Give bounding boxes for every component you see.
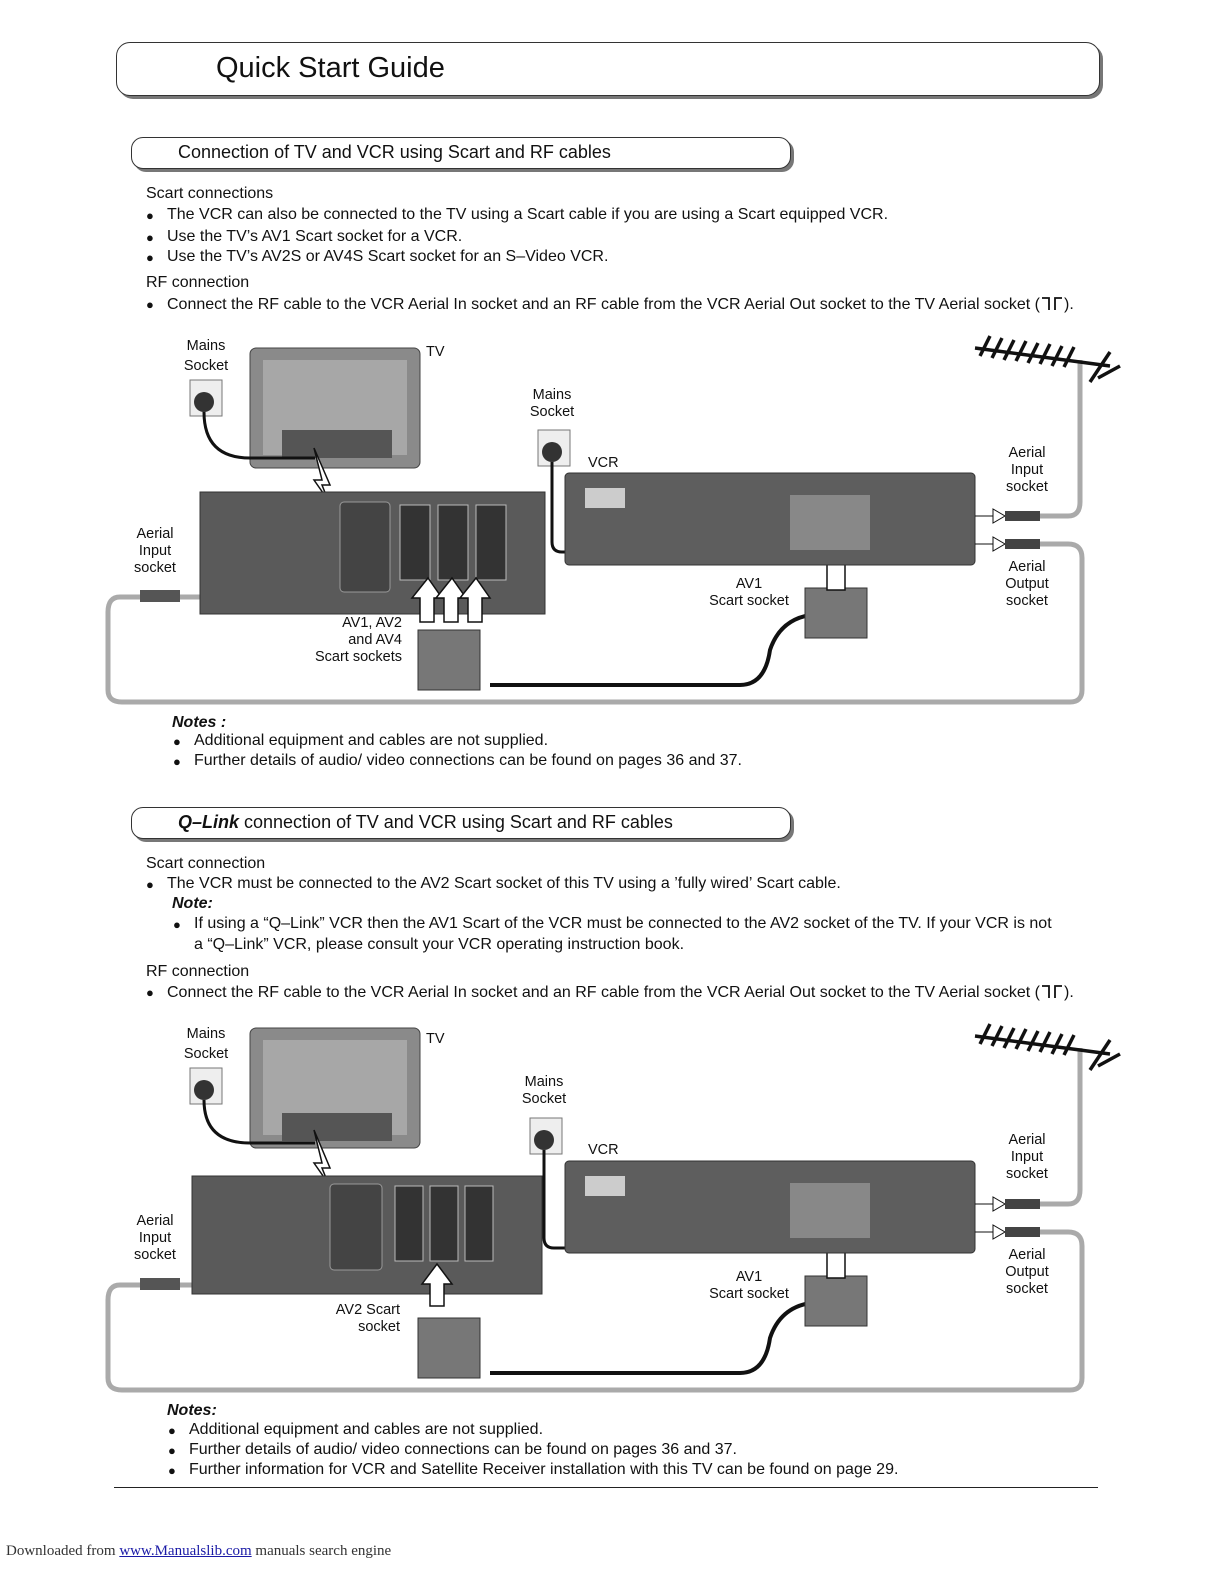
footer-prefix: Downloaded from: [6, 1543, 116, 1559]
rf-connection-heading: RF connection: [146, 274, 250, 291]
rf-bullet-end: ).: [1064, 984, 1074, 1001]
list-item: Connect the RF cable to the VCR Aerial I…: [146, 983, 1074, 1003]
rf-bullet-text: Connect the RF cable to the VCR Aerial I…: [167, 296, 1041, 313]
section2-heading-box: [131, 807, 791, 839]
aerial-antenna-icon: [974, 335, 1121, 383]
manualslib-link[interactable]: www.Manualslib.com: [119, 1543, 252, 1559]
list-item: Use the TV’s AV1 Scart socket for a VCR.: [146, 228, 462, 248]
rf-bullet-end: ).: [1064, 296, 1074, 313]
tv-rear-photo: [249, 347, 421, 469]
rf-cable-aerial: [1040, 360, 1083, 519]
section1-heading-box: [131, 137, 791, 169]
rf-cable-loop: [105, 541, 1085, 705]
list-item: Further details of audio/ video connecti…: [173, 752, 742, 772]
rf-bullet-text: Connect the RF cable to the VCR Aerial I…: [167, 984, 1041, 1001]
rf-cable-aerial: [1040, 1048, 1083, 1207]
note-continuation: a “Q–Link” VCR, please consult your VCR …: [194, 936, 685, 953]
title-banner: [116, 42, 1100, 96]
rf-cable-loop: [105, 1229, 1085, 1393]
bottom-divider: [114, 1487, 1098, 1488]
section2-heading: Q–Link connection of TV and VCR using Sc…: [178, 812, 673, 832]
aerial-socket-icon: [1042, 985, 1063, 998]
section1-heading: Connection of TV and VCR using Scart and…: [178, 142, 611, 162]
scart-connection-heading: Scart connection: [146, 855, 266, 872]
list-item: The VCR must be connected to the AV2 Sca…: [146, 875, 841, 895]
tv-label: TV: [426, 1031, 445, 1047]
note-heading: Note:: [172, 895, 213, 912]
list-item: Further details of audio/ video connecti…: [168, 1441, 737, 1461]
list-item: If using a “Q–Link” VCR then the AV1 Sca…: [173, 915, 1052, 935]
aerial-antenna-icon: [974, 1023, 1121, 1071]
connection-diagram-2: [105, 1023, 1121, 1393]
list-item: Further information for VCR and Satellit…: [168, 1461, 898, 1481]
tv-label: TV: [426, 344, 445, 360]
vcr-label: VCR: [588, 1142, 619, 1158]
list-item: The VCR can also be connected to the TV …: [146, 206, 888, 226]
page-title: Quick Start Guide: [216, 52, 445, 84]
tv-rear-photo: [249, 1027, 421, 1149]
list-item: Additional equipment and cables are not …: [168, 1421, 543, 1441]
vcr-label: VCR: [588, 455, 619, 471]
list-item: Use the TV’s AV2S or AV4S Scart socket f…: [146, 248, 608, 268]
notes-heading: Notes :: [172, 714, 227, 731]
connection-diagram-1: [105, 335, 1121, 705]
list-item: Additional equipment and cables are not …: [173, 732, 548, 752]
footer-suffix: manuals search engine: [255, 1543, 392, 1559]
notes-heading: Notes:: [167, 1402, 217, 1419]
rf-connection-heading: RF connection: [146, 963, 250, 980]
download-footer: Downloaded from www.Manualslib.com manua…: [6, 1543, 391, 1560]
aerial-socket-icon: [1042, 297, 1063, 310]
list-item: Connect the RF cable to the VCR Aerial I…: [146, 295, 1074, 315]
scart-connections-heading: Scart connections: [146, 185, 274, 202]
